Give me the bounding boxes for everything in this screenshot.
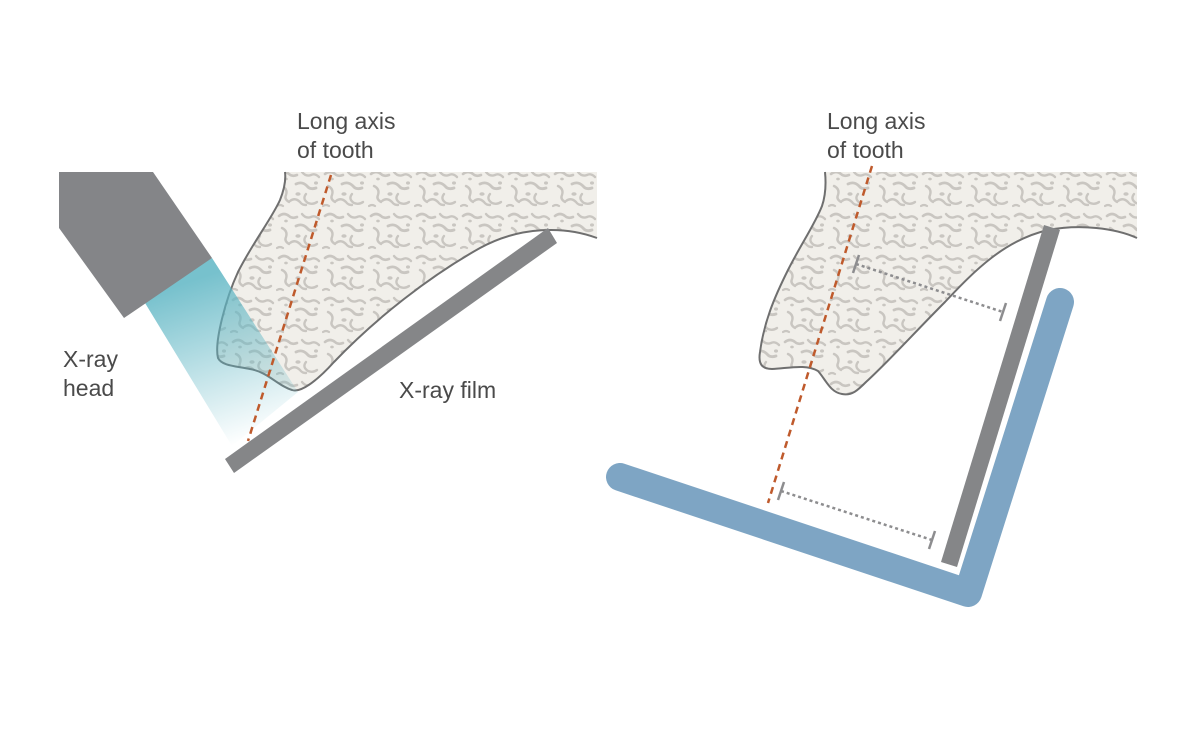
right-panel-paralleling-technique: Long axis of tooth (606, 108, 1138, 607)
left-axis-label: Long axis of tooth (297, 108, 402, 163)
right-tooth-bone (759, 172, 1137, 395)
right-long-axis-line (766, 165, 874, 504)
xray-head-label-line1: X-ray (63, 346, 118, 372)
right-xray-film (941, 225, 1060, 567)
left-axis-label-line2: of tooth (297, 137, 374, 163)
xray-beam (142, 258, 298, 446)
right-axis-label: Long axis of tooth (827, 108, 932, 163)
left-tooth-bone (217, 172, 597, 391)
left-long-axis-line (246, 174, 333, 442)
xray-head-icon (59, 172, 212, 318)
left-axis-label-line1: Long axis (297, 108, 395, 134)
right-tooth-outline (758, 171, 1138, 396)
right-axis-label-line2: of tooth (827, 137, 904, 163)
film-holder-bracket (606, 288, 1074, 607)
right-axis-label-line1: Long axis (827, 108, 925, 134)
left-xray-film (225, 228, 557, 473)
xray-head-label: X-ray head (63, 346, 124, 401)
upper-distance-marker (851, 254, 1008, 322)
xray-film-label: X-ray film (399, 377, 496, 403)
left-panel-bisecting-technique: Long axis of tooth X-ray head X-ray film (59, 108, 598, 473)
lower-distance-marker (776, 481, 937, 550)
xray-head-label-line2: head (63, 375, 114, 401)
